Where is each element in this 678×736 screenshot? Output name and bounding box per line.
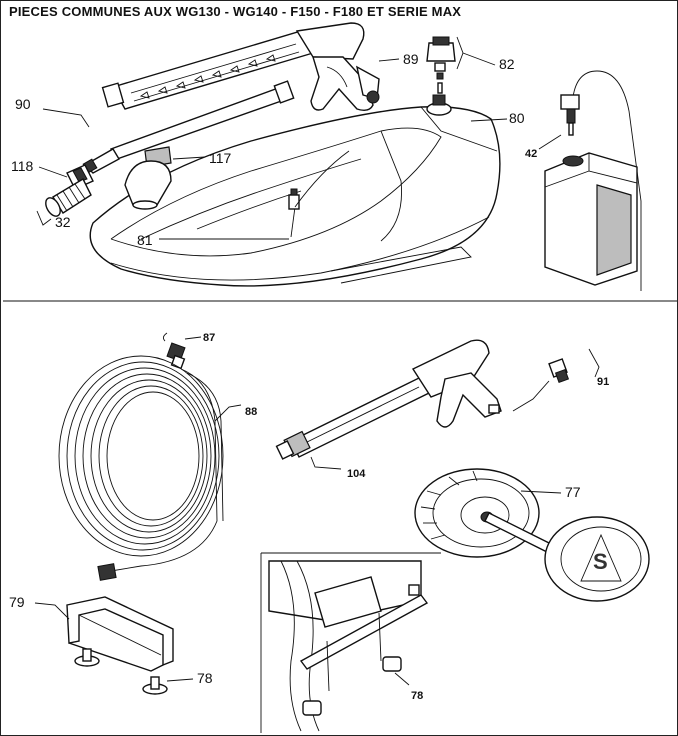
bracket-79 bbox=[66, 596, 174, 672]
hose-fitting-87 bbox=[162, 332, 186, 370]
diagram-title: PIECES COMMUNES AUX WG130 - WG140 - F150… bbox=[9, 4, 462, 19]
callout-90: 90 bbox=[15, 96, 31, 112]
callout-88: 88 bbox=[245, 406, 257, 418]
leader-78a bbox=[166, 678, 194, 682]
feet-78 bbox=[74, 648, 168, 695]
leader-104 bbox=[310, 456, 342, 470]
detergent-tube-81 bbox=[288, 150, 350, 238]
leader-42 bbox=[538, 134, 562, 150]
callout-89: 89 bbox=[403, 51, 419, 67]
leader-118 bbox=[38, 166, 68, 178]
nipple-fitting-91 bbox=[512, 348, 600, 412]
callout-80: 80 bbox=[509, 110, 525, 126]
callout-42: 42 bbox=[525, 148, 537, 160]
leader-87 bbox=[184, 336, 202, 340]
leader-77 bbox=[520, 490, 562, 494]
leader-88 bbox=[214, 404, 242, 422]
leader-117 bbox=[172, 156, 206, 160]
callout-81: 81 bbox=[137, 232, 153, 248]
callout-78-left: 78 bbox=[197, 670, 213, 686]
callout-118: 118 bbox=[11, 158, 34, 174]
callout-117: 117 bbox=[209, 150, 232, 166]
callout-82: 82 bbox=[499, 56, 515, 72]
spring-nozzle-32 bbox=[45, 178, 92, 217]
callout-32: 32 bbox=[55, 214, 71, 230]
leader-89 bbox=[378, 58, 400, 62]
spray-gun-104 bbox=[275, 339, 502, 460]
motor-mount-inset bbox=[260, 552, 441, 733]
leader-80 bbox=[470, 118, 508, 122]
leader-78b bbox=[394, 672, 410, 686]
lance-tube-90 bbox=[82, 80, 295, 174]
turbo-nozzle-117 bbox=[124, 146, 172, 210]
valve-fitting-82 bbox=[426, 36, 496, 94]
callout-87: 87 bbox=[203, 332, 215, 344]
callout-104: 104 bbox=[347, 468, 366, 480]
callout-78-right: 78 bbox=[411, 690, 423, 702]
wheels-axle-77: S bbox=[414, 468, 650, 602]
coiled-hose-88 bbox=[58, 355, 224, 581]
callout-79: 79 bbox=[9, 594, 25, 610]
wheel-logo-letter: S bbox=[593, 549, 608, 574]
callout-91: 91 bbox=[597, 376, 609, 388]
leader-32 bbox=[36, 210, 52, 226]
callout-77: 77 bbox=[565, 484, 581, 500]
leader-79 bbox=[34, 602, 70, 620]
detergent-bottle-42 bbox=[544, 70, 642, 291]
leader-90 bbox=[42, 108, 90, 128]
spray-gun-89 bbox=[101, 22, 380, 112]
